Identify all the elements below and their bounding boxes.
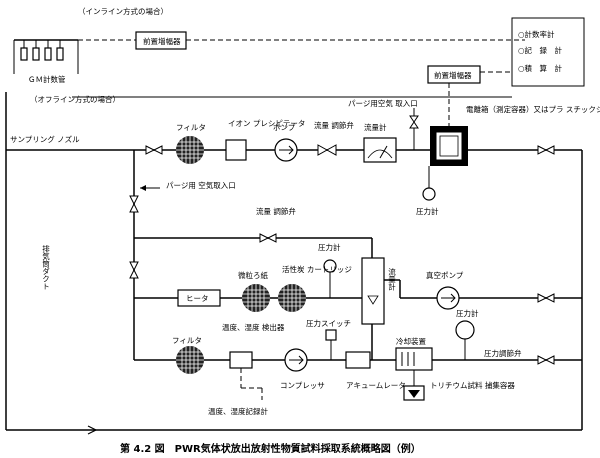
vacuum-pump-icon [436, 286, 460, 310]
valve-icon [537, 145, 555, 155]
filter-paper-icon [242, 284, 270, 312]
tritium-vessel-label: トリチウム試料 捕集容器 [430, 380, 515, 390]
cooling-unit-label: 冷却装置 [396, 336, 426, 346]
temp-humidity-detector-label: 温度、湿度 検出器 [222, 322, 285, 332]
pressure-control-valve-icon [537, 355, 555, 365]
filter-paper-label: 微粒ろ紙 [238, 270, 268, 280]
ion-precipitator-box [225, 139, 247, 161]
pressure-switch-box [325, 329, 337, 341]
offline-section-label: （オフライン方式の場合） [30, 94, 120, 104]
flowmeter-label-2: 流量計 [387, 267, 396, 292]
valve-icon [129, 261, 139, 279]
compressor-label: コンプレッサ [280, 381, 325, 390]
temp-humidity-recorder-label: 温度、湿度記録計 [208, 406, 268, 416]
exhaust-duct-label: 排気筒ダクト [41, 244, 50, 290]
filter-icon [176, 346, 204, 374]
charcoal-cartridge-label: 活性炭 カートリッジ [282, 264, 352, 274]
counter-label: ○計数率計 [518, 29, 555, 39]
filter-label-1: フィルタ [176, 123, 206, 132]
purge-valve-icon [409, 115, 419, 129]
pressure-gauge-label-1: 圧力計 [416, 206, 439, 216]
pressure-control-valve-label: 圧力調節弁 [484, 348, 522, 358]
valve-icon [129, 195, 139, 213]
sampling-nozzle-label: サンプリング ノズル [10, 134, 80, 144]
charcoal-cartridge-icon [278, 284, 306, 312]
accumulator-label: アキュームレータ [346, 381, 406, 390]
figure-caption: 第 4.2 図 PWR気体状放出放射性物質試料採取系統概略図（例） [120, 442, 421, 455]
compressor-icon [284, 348, 308, 372]
pressure-gauge-label-3: 圧力計 [456, 308, 479, 318]
counter-recorder-box [511, 17, 585, 87]
integrator-label: ○積 算 計 [518, 63, 563, 73]
flowmeter-label-1: 流量計 [364, 122, 387, 132]
filter-icon [176, 136, 204, 164]
flow-valve-icon [317, 144, 337, 156]
detector-label: 電離箱（測定容器）又はプラ スチックシンチレーション検 出器 [466, 104, 600, 114]
purge-inlet-label-1: パージ用空気 取入口 [348, 98, 418, 108]
flow-valve-label-1: 流量 調節弁 [314, 120, 354, 130]
pressure-gauge-label-2: 圧力計 [318, 242, 341, 252]
ion-precipitator-label: イオン プレシピテータ [228, 119, 305, 128]
preamp-label-top: 前置増幅器 [143, 36, 181, 46]
pressure-gauge-icon [422, 187, 436, 201]
flow-valve-icon [259, 233, 277, 243]
inline-section-label: （インライン方式の場合） [78, 6, 168, 16]
recorder-label: ○記 録 計 [518, 45, 563, 55]
pump-label: ポンプ [273, 123, 296, 132]
valve-icon [537, 293, 555, 303]
gm-tube-label: ＧＭ計数管 [28, 74, 66, 84]
gm-tube-icon [13, 39, 79, 74]
heater-box [177, 289, 221, 307]
temp-humidity-detector-box [229, 351, 253, 369]
pump-icon [274, 138, 298, 162]
heater-label: ヒータ [186, 294, 209, 303]
accumulator-box [345, 351, 371, 369]
pressure-switch-label: 圧力スイッチ [306, 318, 351, 328]
preamp-box-right [427, 65, 481, 84]
pressure-gauge-icon [455, 320, 475, 340]
valve-icon [145, 145, 163, 155]
flowmeter-tube [361, 257, 385, 325]
flow-valve-label-2: 流量 調節弁 [256, 206, 296, 216]
detector-icon [430, 126, 468, 166]
flowmeter-icon [363, 137, 397, 163]
vacuum-pump-label: 真空ポンプ [426, 270, 464, 280]
preamp-label-right: 前置増幅器 [434, 70, 472, 80]
purge-inlet-label-2: パージ用 空気取入口 [166, 180, 236, 190]
filter-label-2: フィルタ [172, 336, 202, 345]
